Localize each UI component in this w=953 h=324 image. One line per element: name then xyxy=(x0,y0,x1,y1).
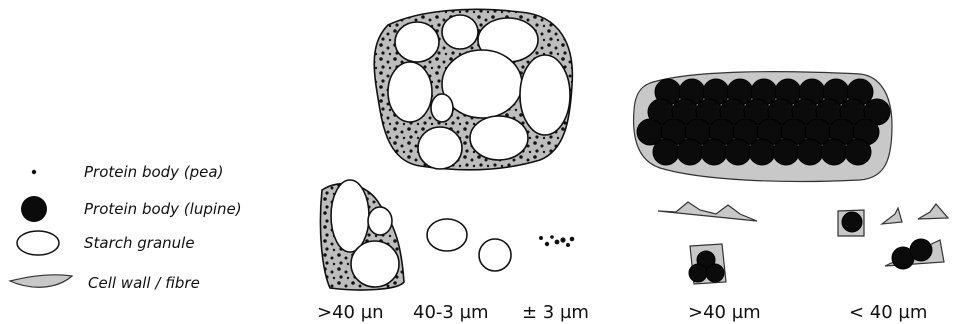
legend-label: Protein body (pea) xyxy=(84,163,223,181)
starch-granule xyxy=(368,207,392,235)
lupine-fibre-strip xyxy=(658,202,757,221)
starch-granule xyxy=(395,22,439,62)
lupine-protein-bodies xyxy=(637,79,890,165)
lupine-protein-body xyxy=(677,139,703,165)
lupine-protein-body xyxy=(821,139,847,165)
legend-item-starch-granule: Starch granule xyxy=(17,231,195,255)
lupine-protein-body xyxy=(845,139,871,165)
legend-label: Starch granule xyxy=(84,234,195,252)
loose-starch-granules xyxy=(427,219,511,271)
lupine-protein-body xyxy=(725,139,751,165)
legend-label: Cell wall / fibre xyxy=(88,274,200,292)
lupine-protein-body xyxy=(842,212,862,232)
lupine-protein-body xyxy=(797,139,823,165)
starch-granule xyxy=(442,50,522,118)
starch-granule xyxy=(388,62,432,122)
lupine-protein-body xyxy=(701,139,727,165)
lupine-protein-body xyxy=(749,139,775,165)
legend-label: Protein body (lupine) xyxy=(84,200,242,218)
lupine-protein-body xyxy=(910,239,932,261)
pea-cell-fragment xyxy=(320,180,404,290)
starch-granule xyxy=(418,127,462,169)
starch-granule xyxy=(520,55,570,135)
loose-pea-protein-bodies xyxy=(539,235,574,247)
lupine-fragment xyxy=(689,244,726,284)
pea-protein-body-icon xyxy=(32,170,36,174)
pea-protein-body xyxy=(555,240,560,245)
legend: Protein body (pea) Protein body (lupine)… xyxy=(10,163,242,292)
lupine-intact-cell xyxy=(634,72,892,182)
size-label: >40 µm xyxy=(688,302,761,323)
pea-protein-body xyxy=(550,235,554,239)
size-labels: >40 µn 40-3 µm ± 3 µm >40 µm < 40 µm xyxy=(317,302,927,323)
pea-intact-cell xyxy=(374,9,572,170)
cell-wall-fibre-strip xyxy=(658,202,757,221)
size-label: >40 µn xyxy=(317,302,384,323)
legend-item-pea-protein: Protein body (pea) xyxy=(32,163,224,181)
starch-granule xyxy=(479,239,511,271)
lupine-protein-body xyxy=(706,264,724,282)
pea-protein-body xyxy=(560,237,565,242)
starch-granule xyxy=(331,180,369,252)
lupine-protein-body xyxy=(653,139,679,165)
starch-granule xyxy=(351,241,399,287)
cell-wall-fibre-icon xyxy=(10,275,72,287)
size-label: < 40 µm xyxy=(849,302,927,323)
lupine-protein-body xyxy=(773,139,799,165)
size-label: 40-3 µm xyxy=(413,302,489,323)
starch-granule-icon xyxy=(17,231,59,255)
starch-granule xyxy=(442,15,478,49)
starch-granule xyxy=(470,116,528,160)
pea-protein-body xyxy=(570,237,575,242)
lupine-small-pieces xyxy=(838,204,948,269)
pea-protein-body xyxy=(566,243,570,247)
cell-wall-fibre-piece xyxy=(882,208,902,224)
cell-wall-fibre-piece xyxy=(918,204,948,219)
pea-protein-body xyxy=(539,236,543,240)
pea-protein-body xyxy=(545,242,549,246)
legend-item-cell-wall: Cell wall / fibre xyxy=(10,274,200,292)
lupine-protein-body-icon xyxy=(21,196,47,222)
starch-granule xyxy=(427,219,467,251)
size-label: ± 3 µm xyxy=(522,302,589,323)
legend-item-lupine-protein: Protein body (lupine) xyxy=(21,196,242,222)
lupine-protein-body xyxy=(689,264,707,282)
starch-granule xyxy=(431,94,453,122)
